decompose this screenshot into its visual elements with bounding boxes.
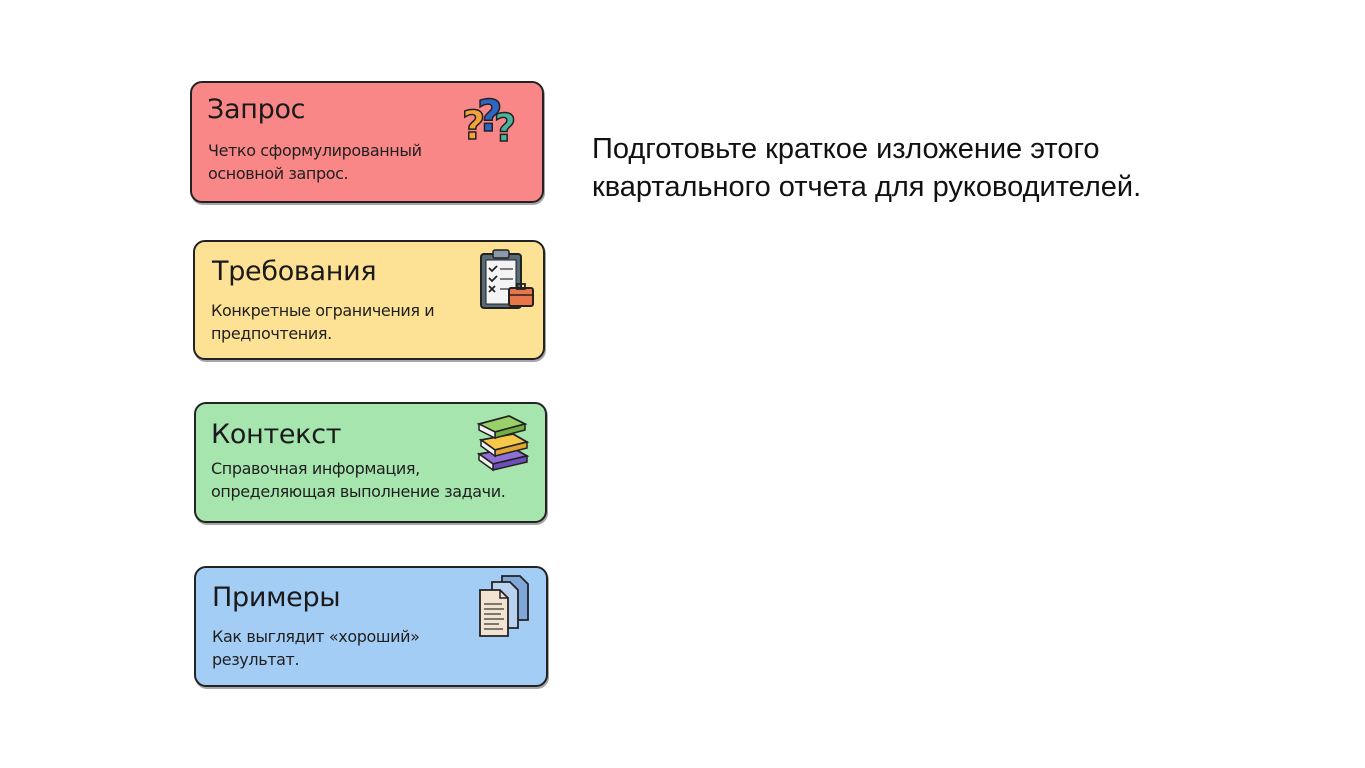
documents-stack-icon [479,575,529,637]
card-examples: Примеры Как выглядит «хороший» результат… [194,566,548,687]
card-requirements: Требования Конкретные ограничения и пред… [193,240,545,360]
card-title: Запрос [207,94,306,125]
card-description: Конкретные ограничения и предпочтения. [211,301,435,343]
card-description: Как выглядит «хороший» результат. [212,627,420,669]
svg-text:?: ? [494,106,516,150]
question-marks-icon: ? ? ? [461,90,517,151]
card-context: Контекст Справочная информация, определя… [194,402,547,523]
card-request: Запрос Четко сформулированный основной з… [190,81,544,203]
card-title: Примеры [212,582,341,613]
svg-text:?: ? [477,91,503,142]
card-title: Требования [212,256,377,287]
books-stack-icon [476,415,530,472]
svg-text:?: ? [462,103,485,149]
clipboard-checklist-icon [480,249,534,309]
card-description: Справочная информация, определяющая выпо… [211,459,506,501]
prompt-text: Подготовьте краткое изложение этого квар… [592,133,1142,203]
card-description: Четко сформулированный основной запрос. [208,141,422,183]
card-title: Контекст [211,419,342,450]
